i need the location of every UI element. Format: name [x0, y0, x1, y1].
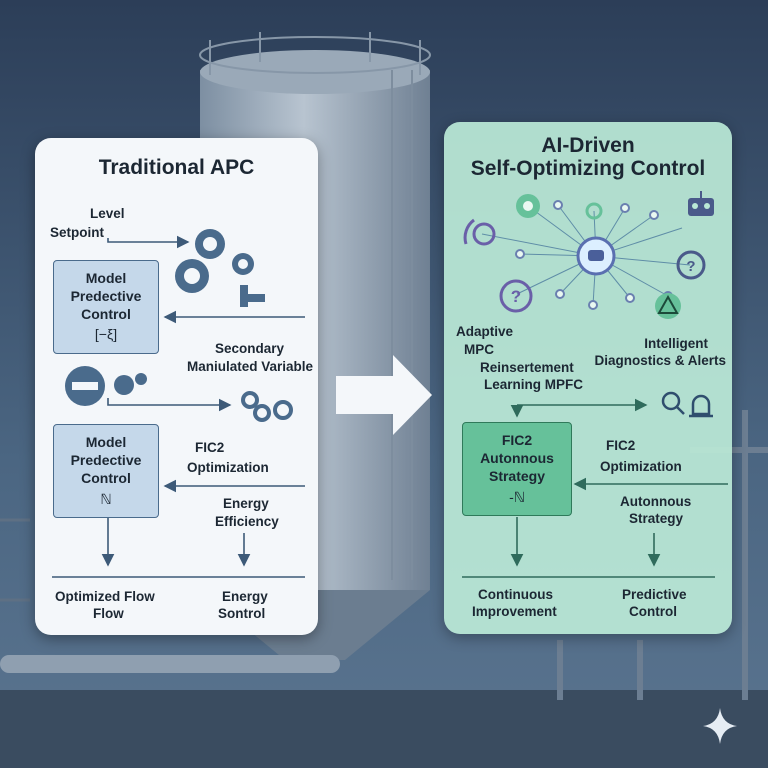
fic2-label: FIC2	[606, 438, 636, 453]
output-continuous: Continuous	[478, 587, 553, 602]
strategy-label: Strategy	[629, 511, 684, 526]
panel-title-line1: AI-Driven	[541, 134, 635, 157]
energy-label: Energy	[223, 496, 269, 511]
traditional-apc-panel: Traditional APC Level Setpoint Model Pre…	[35, 138, 318, 635]
output-improvement: Improvement	[472, 604, 557, 619]
panel-title-line2: Self-Optimizing Control	[470, 157, 706, 180]
learning-mpfc-label: Learning MPFC	[484, 377, 584, 392]
ai-driven-control-panel: AI-Driven Self-Optimizing Control Adapti…	[444, 122, 732, 634]
panel-title: Traditional APC	[98, 156, 255, 179]
reinsertement-label: Reinsertement	[480, 360, 574, 375]
output-optimized-flow: Optimized Flow	[55, 589, 155, 604]
setpoint-label: Setpoint	[50, 225, 104, 240]
output-predictive: Predictive	[622, 587, 687, 602]
intelligent-label: Intelligent	[644, 336, 708, 351]
model-predictive-control-box-1: Model Predective Control [−ξ]	[53, 260, 159, 354]
secondary-label: Secondary	[214, 341, 284, 356]
fic2-autonomous-strategy-box: FIC2 Autonnous Strategy -ℕ	[462, 422, 572, 516]
level-label: Level	[90, 206, 125, 221]
optimization-label: Optimization	[600, 459, 682, 474]
mpc-label: MPC	[464, 342, 494, 357]
output-sontrol: Sontrol	[218, 606, 266, 621]
output-control: Control	[629, 604, 677, 619]
efficiency-label: Efficiency	[215, 514, 279, 529]
diagnostics-alerts-label: Diagnostics & Alerts	[594, 353, 726, 368]
adaptive-label: Adaptive	[456, 324, 514, 339]
autonnous-label: Autonnous	[620, 494, 692, 509]
model-predictive-control-box-2: Model Predective Control ℕ	[53, 424, 159, 518]
output-energy: Energy	[222, 589, 268, 604]
fic2-label: FIC2	[195, 440, 225, 455]
optimization-label: Optimization	[187, 460, 269, 475]
manipulated-variable-label: Maniulated Variable	[186, 359, 313, 374]
output-flow: Flow	[93, 606, 124, 621]
